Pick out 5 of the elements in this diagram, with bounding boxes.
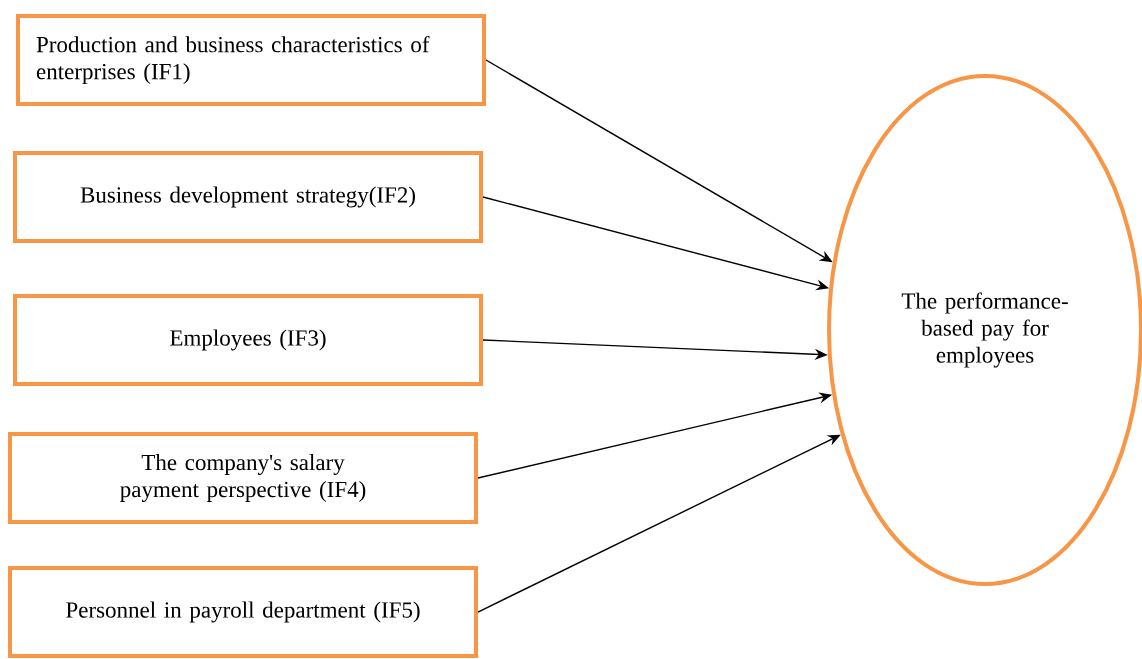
process-box: Employees (IF3) bbox=[13, 294, 483, 386]
process-box: Personnel in payroll department (IF5) bbox=[8, 566, 478, 658]
process-box: Business development strategy(IF2) bbox=[13, 151, 483, 243]
process-box: The company's salary payment perspective (IF4) bbox=[8, 432, 478, 524]
process-box: Production and business characteristics of enterprises (IF1) bbox=[16, 14, 486, 106]
